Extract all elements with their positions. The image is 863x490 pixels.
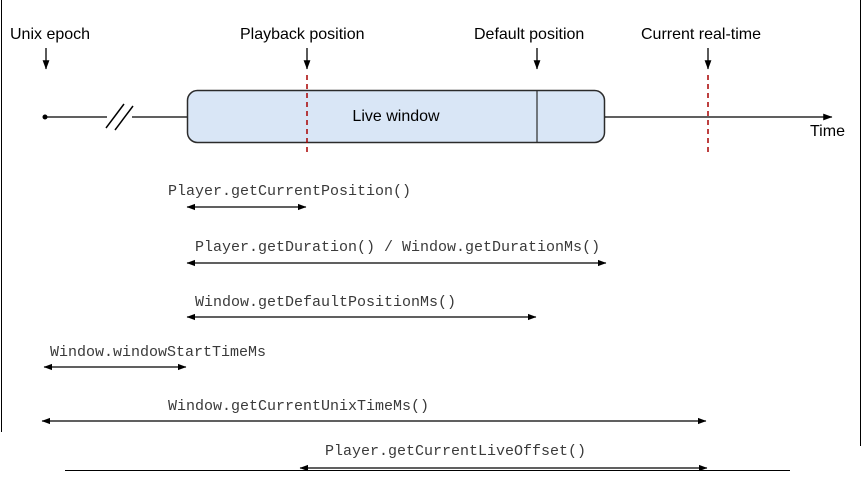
get-default-position-label: Window.getDefaultPositionMs()	[195, 294, 457, 311]
live-window-box	[186, 89, 606, 144]
window-start-time-label: Window.windowStartTimeMs	[50, 344, 267, 361]
time-axis-label: Time	[810, 123, 845, 140]
get-current-position-label: Player.getCurrentPosition()	[168, 183, 412, 200]
current-real-time-label: Current real-time	[641, 26, 762, 43]
timeline-break-slash-1	[105, 103, 125, 129]
timeline-break-slash-2	[114, 105, 134, 131]
get-current-unix-time-label: Window.getCurrentUnixTimeMs()	[168, 398, 430, 415]
get-duration-label: Player.getDuration() / Window.getDuratio…	[195, 239, 601, 256]
playback-position-label: Playback position	[240, 26, 365, 43]
get-current-live-offset-label: Player.getCurrentLiveOffset()	[325, 443, 587, 460]
unix-epoch-label: Unix epoch	[10, 26, 91, 43]
default-position-label: Default position	[474, 26, 585, 43]
live-window-label: Live window	[352, 107, 440, 125]
